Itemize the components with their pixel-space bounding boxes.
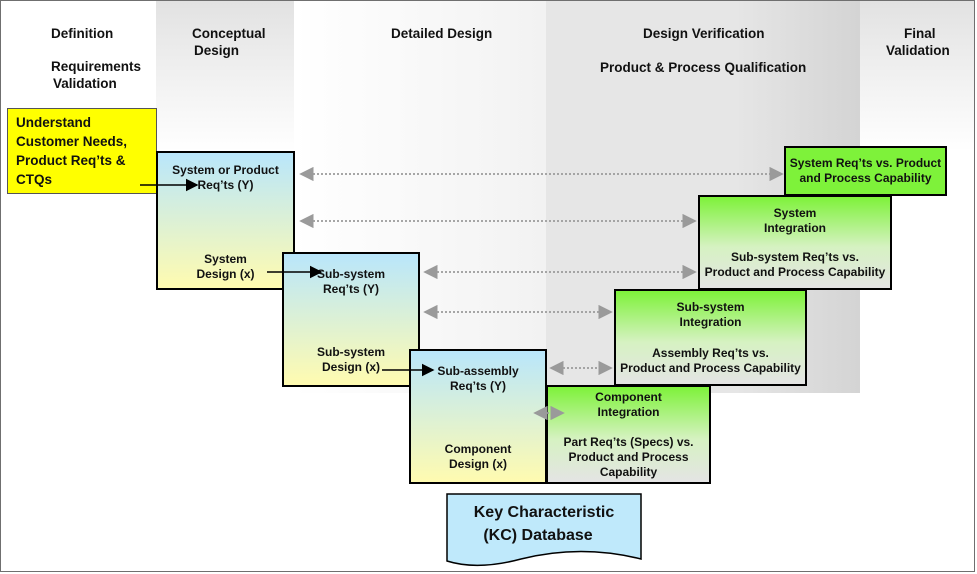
system-integration-line-2: Product and Process Capability bbox=[704, 265, 886, 279]
header-design-verification: Design Verification bbox=[643, 26, 765, 41]
sub-system-integration-line-1: Assembly Req’ts vs. bbox=[652, 346, 769, 360]
kc-database-line-2: (KC) Database bbox=[483, 527, 593, 544]
band-conceptual bbox=[156, 1, 294, 151]
component-design-line-2: Design (x) bbox=[448, 457, 507, 471]
kc-database-shape bbox=[446, 493, 642, 567]
header-qualification: Product & Process Qualification bbox=[600, 60, 807, 75]
sub-system-design-line-1: Sub-system bbox=[316, 345, 386, 359]
customer-needs-line-1: Understand bbox=[16, 115, 92, 130]
system-req-line-1: System or Product bbox=[172, 163, 279, 177]
component-integration-title-1: Component bbox=[595, 390, 662, 404]
component-integration-line-1: Part Req’ts (Specs) vs. bbox=[563, 435, 694, 449]
sub-assembly-req-line-1: Sub-assembly bbox=[437, 364, 519, 378]
system-integration-title-1: System bbox=[773, 206, 817, 220]
header-requirements-validation-2: Validation bbox=[53, 76, 117, 91]
sub-system-integration-title-2: Integration bbox=[679, 315, 742, 329]
component-integration-box: Component Integration Part Req’ts (Specs… bbox=[546, 385, 711, 484]
sub-system-requirements-box: Sub-system Req’ts (Y) Sub-system Design … bbox=[282, 252, 420, 387]
system-design-line-2: Design (x) bbox=[196, 267, 255, 281]
system-validation-box: System Req’ts vs. Product and Process Ca… bbox=[784, 146, 947, 196]
sub-system-integration-title-1: Sub-system bbox=[676, 300, 745, 314]
component-integration-line-2: Product and Process bbox=[568, 450, 689, 464]
customer-needs-line-3: Product Req’ts & bbox=[16, 153, 126, 168]
header-definition: Definition bbox=[51, 26, 114, 41]
component-integration-title-2: Integration bbox=[597, 405, 660, 419]
header-detailed-design: Detailed Design bbox=[391, 26, 493, 41]
customer-needs-line-4: CTQs bbox=[16, 172, 53, 187]
system-validation-line-1: System Req’ts vs. Product bbox=[789, 156, 942, 170]
band-final bbox=[860, 1, 974, 151]
sub-assembly-req-line-2: Req’ts (Y) bbox=[449, 379, 506, 393]
header-final-2: Validation bbox=[886, 43, 950, 58]
sub-system-integration-box: Sub-system Integration Assembly Req’ts v… bbox=[614, 289, 807, 386]
system-validation-line-2: and Process Capability bbox=[799, 171, 932, 185]
customer-needs-line-2: Customer Needs, bbox=[16, 134, 128, 149]
system-integration-line-1: Sub-system Req’ts vs. bbox=[730, 250, 860, 264]
sub-system-req-line-1: Sub-system bbox=[316, 267, 386, 281]
system-req-line-2: Req’ts (Y) bbox=[197, 178, 254, 192]
header-conceptual-2: Design bbox=[194, 43, 240, 58]
component-integration-line-3: Capability bbox=[599, 465, 658, 479]
kc-database-line-1: Key Characteristic bbox=[473, 504, 615, 521]
sub-system-integration-line-2: Product and Process Capability bbox=[620, 361, 801, 375]
sub-system-design-line-2: Design (x) bbox=[321, 360, 380, 374]
system-integration-title-2: Integration bbox=[764, 221, 826, 235]
header-final-1: Final bbox=[904, 26, 936, 41]
system-design-line-1: System bbox=[204, 252, 247, 266]
customer-needs-box: Understand Customer Needs, Product Req’t… bbox=[7, 108, 157, 194]
sub-system-req-line-2: Req’ts (Y) bbox=[322, 282, 379, 296]
system-requirements-box: System or Product Req’ts (Y) System Desi… bbox=[156, 151, 295, 290]
component-design-line-1: Component bbox=[444, 442, 512, 456]
system-integration-box: System Integration Sub-system Req’ts vs.… bbox=[698, 195, 892, 290]
header-conceptual-1: Conceptual bbox=[192, 26, 266, 41]
header-requirements-validation-1: Requirements bbox=[51, 59, 142, 74]
